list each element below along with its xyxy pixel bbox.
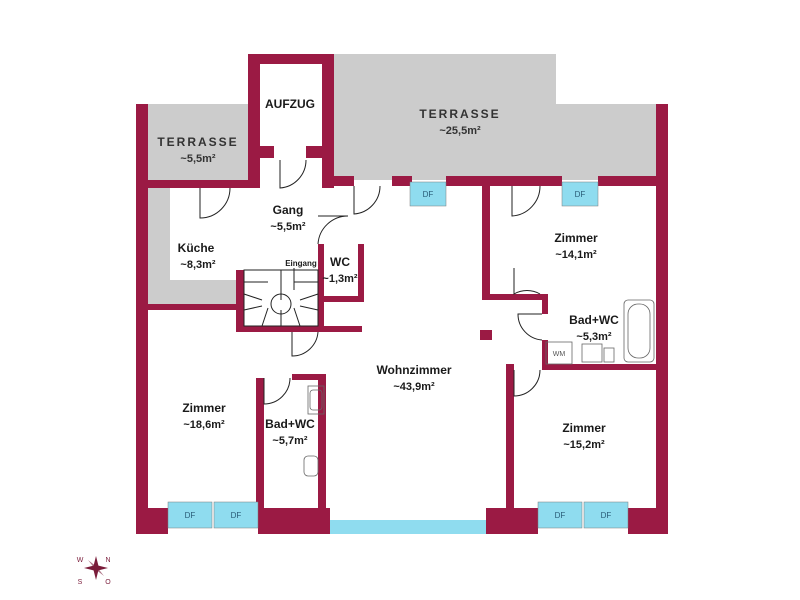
room-ne-area: ~14,1m²: [555, 249, 597, 261]
kitchen-label: Küche: [178, 241, 215, 255]
room-se-area: ~15,2m²: [563, 439, 605, 451]
room-w-label: Zimmer: [182, 401, 226, 415]
bath-e-area: ~5,3m²: [576, 331, 611, 343]
staircase: [243, 258, 319, 327]
room-ne-label: Zimmer: [554, 231, 598, 245]
terrace-top-extension: [556, 104, 656, 180]
bath-w-area: ~5,7m²: [272, 435, 307, 447]
bath-fixtures: [303, 299, 655, 477]
compass-icon: W N S O: [77, 556, 111, 586]
hall-area: ~5,5m²: [270, 221, 305, 233]
kitchen-area: ~8,3m²: [180, 259, 215, 271]
room-w-area: ~18,6m²: [183, 419, 225, 431]
bath-e-label: Bad+WC: [569, 313, 619, 327]
room-se-label: Zimmer: [562, 421, 606, 435]
skylight: [561, 181, 599, 207]
skylight: [167, 501, 213, 529]
skylight: [537, 501, 583, 529]
living-area: ~43,9m²: [393, 381, 435, 393]
kitchen-counter-bottom: [170, 280, 240, 306]
terrace-top-label: TERRASSE: [419, 107, 500, 121]
skylight-label: DF: [423, 190, 434, 199]
entrance-label-bg: [284, 256, 318, 268]
terrace-left-area: [148, 104, 248, 180]
terrace-top-area: [334, 54, 556, 180]
skylight: [583, 501, 629, 529]
hall-label: Gang: [273, 203, 304, 217]
living-label: Wohnzimmer: [376, 363, 451, 377]
wc-area: ~1,3m²: [322, 273, 357, 285]
terrace-left-label: TERRASSE: [157, 135, 238, 149]
skylight-label: DF: [601, 511, 612, 520]
compass-south: S: [78, 579, 83, 586]
washer-label: WM: [553, 351, 566, 358]
elevator-label: AUFZUG: [265, 97, 315, 111]
windows: [330, 520, 486, 534]
skylight: [213, 501, 259, 529]
kitchen-counter: [148, 188, 170, 306]
entrance-label: Eingang: [285, 259, 317, 268]
bath-w-label: Bad+WC: [265, 417, 315, 431]
skylight-label: DF: [575, 190, 586, 199]
skylights: [167, 181, 629, 529]
skylight-label: DF: [555, 511, 566, 520]
skylight-label: DF: [185, 511, 196, 520]
skylight: [409, 181, 447, 207]
terrace-left-area-label: ~5,5m²: [180, 153, 215, 165]
doors: [199, 159, 543, 405]
skylight-label: DF: [231, 511, 242, 520]
terrace-top-area-label: ~25,5m²: [439, 125, 481, 137]
walls: [136, 54, 668, 534]
compass-west: W: [77, 557, 84, 564]
compass-north: N: [105, 557, 110, 564]
compass-east: O: [105, 579, 111, 586]
wc-label: WC: [330, 255, 350, 269]
